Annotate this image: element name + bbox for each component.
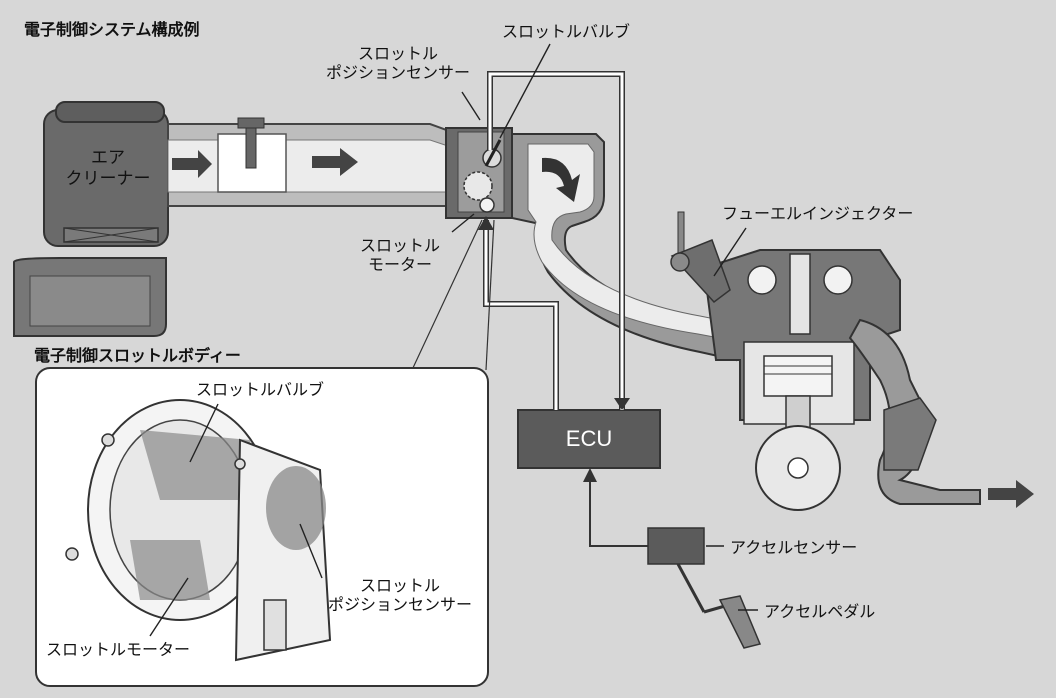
label-line-2: ポジションセンサー (327, 595, 472, 614)
label-line-1: スロットル (357, 44, 438, 63)
inset-label-throttle-valve: スロットルバルブ (196, 380, 325, 399)
label-line-2: クリーナー (65, 169, 151, 189)
signal-lines (478, 71, 630, 410)
ecu-label: ECU (565, 426, 613, 451)
label-line-1: スロットル (359, 236, 440, 255)
label-line-1: スロットル (359, 576, 440, 595)
label-throttle-position-sensor: スロットル ポジションセンサー (318, 44, 478, 82)
engine (702, 249, 901, 511)
exhaust-pipe (848, 318, 1034, 508)
inset-label-position-sensor: スロットル ポジションセンサー (318, 576, 482, 614)
label-throttle-valve: スロットルバルブ (502, 22, 631, 41)
fuel-injector (670, 211, 731, 304)
label-line-1: エア (91, 148, 125, 168)
inset-leader-lines (149, 403, 323, 637)
air-cleaner (13, 101, 169, 337)
label-line-2: ポジションセンサー (325, 63, 470, 82)
intake-manifold (511, 133, 737, 362)
label-line-2: モーター (367, 255, 432, 274)
leader-lines (451, 43, 758, 611)
label-accel-sensor: アクセルセンサー (730, 538, 858, 557)
diagram-title: 電子制御システム構成例 (24, 20, 200, 39)
label-air-cleaner: エア クリーナー (60, 148, 156, 190)
inset-label-throttle-motor: スロットルモーター (46, 640, 191, 659)
intake-pipe (167, 117, 453, 207)
inset-box (35, 367, 489, 687)
label-throttle-motor: スロットル モーター (352, 236, 448, 274)
throttle-body (445, 127, 513, 219)
inset-title: 電子制御スロットルボディー (34, 346, 241, 365)
label-fuel-injector: フューエルインジェクター (722, 204, 914, 223)
zoom-callout (411, 219, 495, 371)
ecu-box (517, 409, 661, 469)
label-accel-pedal: アクセルペダル (764, 602, 876, 621)
accel-assembly (583, 468, 762, 649)
